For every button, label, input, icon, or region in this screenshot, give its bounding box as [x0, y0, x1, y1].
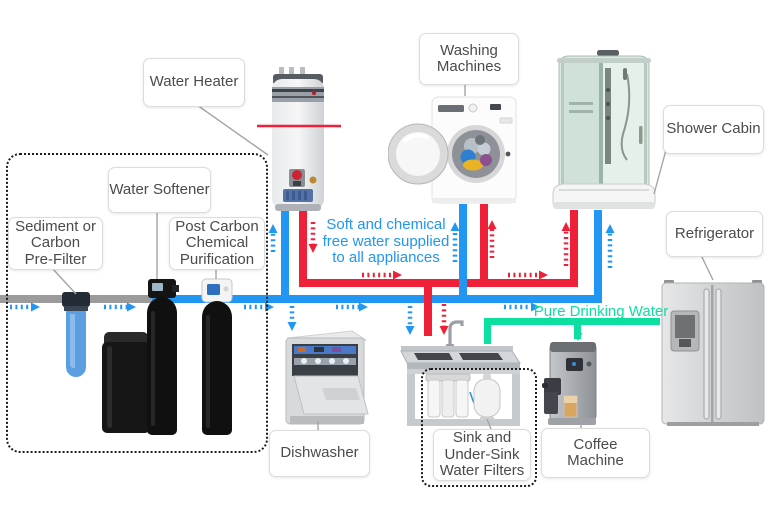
hot-pipe-washing-machine	[480, 204, 488, 287]
water-softener-label: Water Softener	[108, 167, 211, 213]
sink-filters-label-line1: Sink and	[452, 429, 512, 447]
hot-water-main-pipe	[299, 279, 578, 287]
washing-machines-label-line1: Washing	[440, 41, 498, 59]
water-softener-label-text: Water Softener	[109, 180, 210, 198]
hot-pipe-water-heater	[299, 208, 307, 287]
refrigerator-label: Refrigerator	[666, 211, 763, 257]
refrigerator-body	[661, 280, 765, 426]
post-carbon-label-line1: Post Carbon	[175, 217, 259, 235]
coffee-machine-label: Coffee Machine	[541, 428, 650, 478]
shower-cabin-label: Shower Cabin	[663, 105, 764, 154]
dishwasher-illustration	[274, 326, 374, 431]
pre-filter-label-line2: Carbon	[30, 234, 81, 252]
pure-pipe-coffee-machine	[574, 321, 581, 339]
washing-machines-label-line2: Machines	[436, 58, 502, 75]
cold-pipe-water-heater	[281, 208, 289, 303]
sink-filters-label-line3: Water Filters	[439, 462, 525, 480]
pre-filter-label-line3: Pre-Filter	[24, 250, 87, 268]
coffee-machine-illustration	[542, 340, 600, 427]
sink-filters-label-line2: Under-Sink	[444, 445, 520, 463]
brine-tank-illustration	[102, 332, 150, 433]
post-carbon-tank-body	[201, 278, 233, 435]
water-heater-label-text: Water Heater	[149, 73, 239, 91]
soft-water-note-line3: to all appliances	[332, 249, 440, 266]
washing-machines-label: Washing Machines	[419, 33, 519, 85]
pure-water-note: Pure Drinking Water	[531, 303, 671, 321]
post-carbon-tank-illustration	[199, 277, 235, 436]
pre-filter-label-line1: Sediment or	[15, 217, 96, 235]
sink-filters-label: Sink and Under-Sink Water Filters	[433, 429, 531, 481]
kitchen-sink-illustration	[399, 316, 524, 431]
coffee-machine-label-line2: Machine	[567, 452, 624, 469]
under-sink-filter-illustration	[424, 372, 502, 422]
water-heater-tank	[272, 67, 324, 211]
refrigerator-illustration	[659, 279, 767, 430]
soft-water-note-line2: free water supplied	[322, 232, 450, 250]
pure-water-note-text: Pure Drinking Water	[533, 303, 669, 320]
pre-filter-label: Sediment or Carbon Pre-Filter	[8, 217, 103, 270]
ro-filter-unit	[425, 373, 501, 420]
coffee-machine-body	[542, 342, 597, 425]
dishwasher-label-text: Dishwasher	[280, 444, 359, 462]
post-carbon-label-line2: Chemical	[185, 234, 249, 252]
washing-machine-body	[387, 96, 517, 204]
cold-pipe-shower	[594, 210, 602, 303]
post-carbon-label: Post Carbon Chemical Purification	[169, 217, 265, 270]
hot-pipe-shower	[570, 210, 578, 287]
shower-cabin-body	[552, 50, 656, 209]
washing-machine-illustration	[387, 94, 518, 207]
softener-tank-body	[147, 279, 179, 435]
coffee-machine-label-line1: Coffee	[573, 435, 618, 453]
dishwasher-label: Dishwasher	[269, 430, 370, 477]
soft-water-note: Soft and chemical free water supplied to…	[311, 216, 461, 267]
shower-cabin-illustration	[549, 50, 659, 213]
under-sink-filter-zone-border	[421, 368, 537, 487]
refrigerator-label-text: Refrigerator	[674, 224, 755, 242]
sink-body	[400, 320, 521, 426]
brine-tank-body	[102, 332, 150, 433]
water-softener-tank-illustration	[145, 277, 179, 436]
water-heater-label: Water Heater	[143, 58, 245, 107]
shower-cabin-label-text: Shower Cabin	[666, 120, 761, 138]
water-heater-illustration	[269, 66, 327, 214]
post-carbon-label-line3: Purification	[179, 250, 255, 268]
dishwasher-body	[285, 330, 369, 425]
soft-water-note-line1: Soft and chemical	[326, 216, 446, 233]
